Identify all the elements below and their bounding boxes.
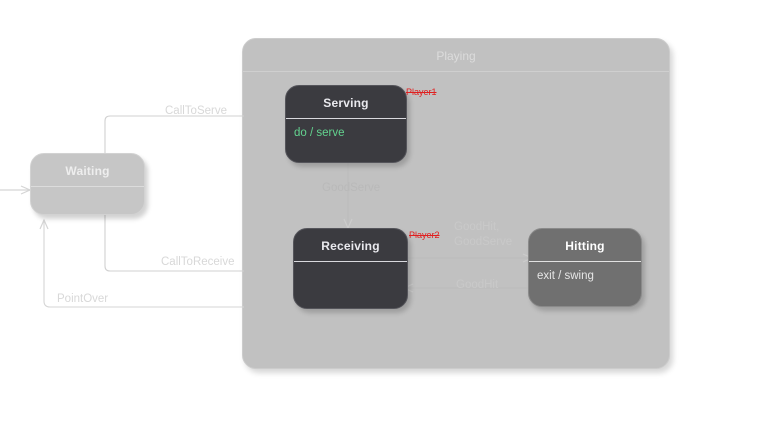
state-receiving-body [294,262,407,269]
region-label-player2: Player2 [409,230,440,240]
state-hitting-title: Hitting [565,239,605,253]
state-waiting[interactable]: Waiting [30,153,145,215]
edge-label-pointover: PointOver [57,293,109,305]
state-waiting-divider [31,186,144,187]
edge-label-goodserve: GoodServe [322,182,381,194]
composite-title-divider [243,71,669,72]
state-hitting-divider [529,261,641,262]
state-serving-divider [286,118,406,119]
state-serving[interactable]: Serving do / serve [285,85,407,163]
state-receiving[interactable]: Receiving [293,228,408,309]
edge-label-calltoreceive: CallToReceive [161,256,235,268]
state-hitting[interactable]: Hitting exit / swing [528,228,642,307]
edge-label-calltoserve: CallToServe [165,105,227,117]
edge-label-goodhit-goodserve: GoodHit, GoodServe [454,221,513,248]
state-serving-body: do / serve [294,127,345,139]
state-waiting-title: Waiting [65,164,110,178]
edge-label-goodhit: GoodHit [456,279,499,291]
state-hitting-body: exit / swing [537,270,594,282]
composite-title: Playing [436,49,476,63]
state-serving-title: Serving [323,96,369,110]
region-label-player1: Player1 [406,87,437,97]
state-receiving-title: Receiving [321,239,380,253]
state-waiting-body [31,187,144,194]
state-receiving-divider [294,261,407,262]
